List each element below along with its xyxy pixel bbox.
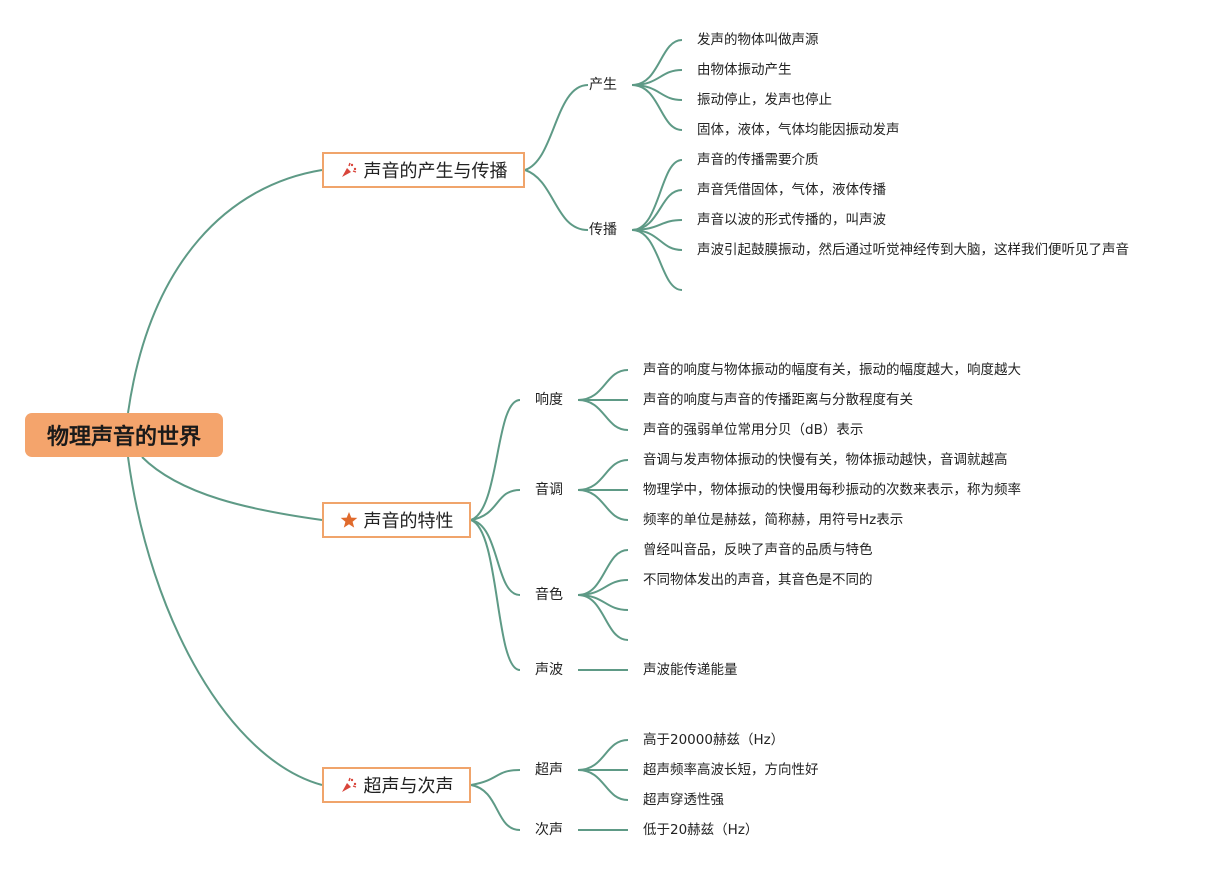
party-popper-icon (340, 776, 358, 794)
connector-root-b0 (127, 169, 323, 414)
leaf-node[interactable]: 高于20000赫兹（Hz） (643, 732, 785, 748)
leaf-node[interactable]: 声音的传播需要介质 (697, 152, 819, 168)
branch-label: 声音的特性 (363, 511, 454, 532)
connector-root-b1 (141, 456, 323, 521)
leaf-node[interactable]: 发声的物体叫做声源 (697, 32, 819, 48)
sub-node[interactable]: 次声 (535, 822, 563, 838)
sub-node[interactable]: 音色 (535, 587, 563, 603)
branch-label: 声音的产生与传播 (363, 161, 508, 182)
branch-node-ultrasound-infrasound[interactable]: 超声与次声 (322, 767, 471, 803)
leaf-node[interactable]: 低于20赫兹（Hz） (643, 822, 759, 838)
leaf-node[interactable]: 曾经叫音品，反映了声音的品质与特色 (643, 542, 873, 558)
sub-node[interactable]: 超声 (535, 762, 563, 778)
leaf-node[interactable]: 声音的强弱单位常用分贝（dB）表示 (643, 422, 864, 438)
leaf-node[interactable]: 超声穿透性强 (643, 792, 724, 808)
leaf-node[interactable]: 声音凭借固体，气体，液体传播 (697, 182, 886, 198)
star-icon (340, 511, 358, 529)
sub-node[interactable]: 响度 (535, 392, 563, 408)
leaf-node[interactable]: 振动停止，发声也停止 (697, 92, 832, 108)
sub-node[interactable]: 声波 (535, 662, 563, 678)
connector-root-b2 (127, 456, 323, 786)
leaf-node[interactable]: 声音的响度与物体振动的幅度有关，振动的幅度越大，响度越大 (643, 362, 1021, 378)
connector-b0-s1 (524, 169, 589, 231)
branch-label: 超声与次声 (363, 776, 454, 797)
sub-node[interactable]: 音调 (535, 482, 563, 498)
leaf-node[interactable]: 由物体振动产生 (697, 62, 792, 78)
root-label: 物理声音的世界 (46, 425, 201, 450)
branch-node-production-propagation[interactable]: 声音的产生与传播 (322, 152, 525, 188)
leaf-node[interactable]: 声音以波的形式传播的，叫声波 (697, 212, 886, 228)
leaf-node[interactable]: 超声频率高波长短，方向性好 (643, 762, 819, 778)
branch-node-characteristics[interactable]: 声音的特性 (322, 502, 471, 538)
root-node[interactable]: 物理声音的世界 (25, 413, 223, 457)
leaf-node[interactable]: 音调与发声物体振动的快慢有关，物体振动越快，音调就越高 (643, 452, 1008, 468)
leaf-node[interactable]: 声波能传递能量 (643, 662, 738, 678)
leaf-node[interactable]: 不同物体发出的声音，其音色是不同的 (643, 572, 873, 588)
party-popper-icon (340, 161, 358, 179)
leaf-node[interactable]: 物理学中，物体振动的快慢用每秒振动的次数来表示，称为频率 (643, 482, 1021, 498)
leaf-node[interactable]: 频率的单位是赫兹，简称赫，用符号Hz表示 (643, 512, 904, 528)
sub-node[interactable]: 产生 (589, 77, 617, 93)
sub-node[interactable]: 传播 (589, 222, 617, 238)
leaf-node[interactable]: 声音的响度与声音的传播距离与分散程度有关 (643, 392, 913, 408)
connector-b0-s0 (524, 84, 589, 171)
leaf-node[interactable]: 声波引起鼓膜振动，然后通过听觉神经传到大脑，这样我们便听见了声音 (697, 242, 1129, 258)
leaf-node[interactable]: 固体，液体，气体均能因振动发声 (697, 122, 900, 138)
